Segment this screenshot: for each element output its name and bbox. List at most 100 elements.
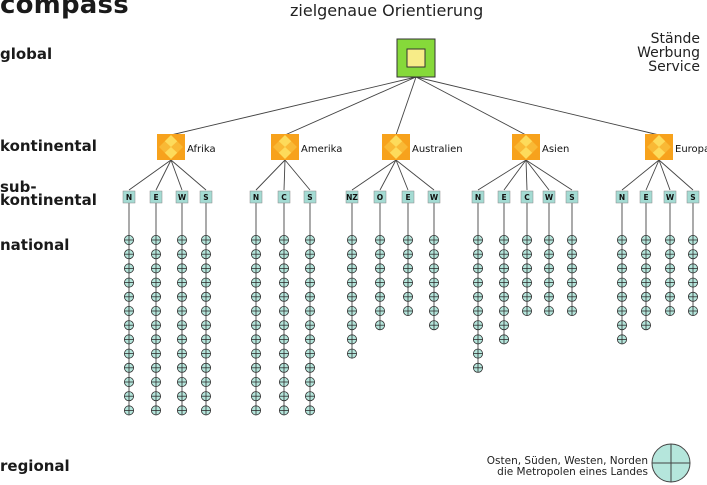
- country-node: [522, 234, 533, 245]
- country-node: [250, 405, 261, 416]
- connector-line: [170, 76, 417, 136]
- country-node: [304, 263, 315, 274]
- connector-line: [255, 159, 286, 191]
- subregion-node: C: [520, 190, 534, 204]
- country-node: [472, 234, 483, 245]
- country-node: [124, 391, 135, 402]
- connector-line: [415, 76, 660, 136]
- country-node: [374, 263, 385, 274]
- country-node: [278, 263, 289, 274]
- country-node: [304, 249, 315, 260]
- connector-line: [645, 159, 660, 191]
- subregion-node: C: [277, 190, 291, 204]
- country-node: [544, 263, 555, 274]
- connector-line: [395, 159, 409, 191]
- page-subtitle: zielgenaue Orientierung: [290, 1, 484, 20]
- subregion-label: E: [501, 193, 506, 202]
- country-node: [250, 376, 261, 387]
- country-node: [304, 277, 315, 288]
- country-node: [200, 376, 211, 387]
- subregion-label: S: [307, 193, 312, 202]
- country-node: [472, 320, 483, 331]
- country-node: [304, 348, 315, 359]
- country-node: [617, 334, 628, 345]
- country-node: [374, 291, 385, 302]
- country-node: [200, 405, 211, 416]
- connector-line: [395, 159, 435, 191]
- country-node: [617, 234, 628, 245]
- subregion-label: S: [203, 193, 208, 202]
- country-node: [278, 291, 289, 302]
- country-node: [250, 320, 261, 331]
- country-node: [665, 305, 676, 316]
- country-node: [278, 348, 289, 359]
- country-node: [567, 305, 578, 316]
- country-node: [150, 405, 161, 416]
- country-node: [665, 263, 676, 274]
- country-node: [498, 291, 509, 302]
- subregion-label: N: [475, 193, 481, 202]
- country-node: [304, 305, 315, 316]
- country-node: [428, 234, 439, 245]
- country-node: [402, 277, 413, 288]
- country-node: [665, 234, 676, 245]
- country-node: [346, 291, 357, 302]
- country-node: [250, 305, 261, 316]
- country-node: [176, 362, 187, 373]
- services-list: Stände Werbung Service: [637, 32, 700, 74]
- subregion-node: S: [199, 190, 213, 204]
- country-node: [250, 234, 261, 245]
- country-node: [472, 334, 483, 345]
- country-node: [346, 277, 357, 288]
- country-node: [278, 320, 289, 331]
- brand-title: compass: [0, 0, 129, 20]
- continent-node: Australien: [382, 134, 463, 160]
- subregion-node: S: [565, 190, 579, 204]
- country-node: [617, 263, 628, 274]
- country-node: [374, 234, 385, 245]
- connector-line: [283, 159, 286, 191]
- country-node: [176, 277, 187, 288]
- country-node: [544, 234, 555, 245]
- country-node: [498, 263, 509, 274]
- country-node: [278, 249, 289, 260]
- connector-line: [525, 159, 550, 191]
- connector-line: [621, 159, 660, 191]
- country-node: [250, 291, 261, 302]
- continent-label: Australien: [412, 144, 463, 155]
- country-node: [124, 277, 135, 288]
- country-node: [472, 305, 483, 316]
- country-node: [176, 405, 187, 416]
- subregion-label: S: [690, 193, 695, 202]
- country-node: [346, 263, 357, 274]
- country-node: [150, 263, 161, 274]
- country-node: [124, 320, 135, 331]
- level-label-subcontinental: sub- kontinental: [0, 178, 97, 208]
- country-node: [641, 263, 652, 274]
- subregion-label: E: [153, 193, 158, 202]
- country-node: [346, 305, 357, 316]
- country-node: [176, 320, 187, 331]
- country-node: [402, 234, 413, 245]
- country-node: [150, 391, 161, 402]
- country-node: [544, 277, 555, 288]
- country-node: [472, 263, 483, 274]
- country-node: [498, 334, 509, 345]
- connector-line: [415, 76, 527, 136]
- country-node: [250, 277, 261, 288]
- country-node: [498, 234, 509, 245]
- subregion-node: N: [615, 190, 629, 204]
- country-node: [641, 249, 652, 260]
- country-node: [200, 348, 211, 359]
- country-node: [428, 249, 439, 260]
- level-label-subcontinental-line1: sub-: [0, 178, 37, 196]
- country-node: [150, 277, 161, 288]
- country-node: [688, 234, 699, 245]
- country-node: [150, 320, 161, 331]
- country-node: [176, 263, 187, 274]
- country-node: [544, 249, 555, 260]
- country-node: [522, 305, 533, 316]
- service-item: Service: [648, 59, 700, 75]
- level-label-national: national: [0, 236, 70, 254]
